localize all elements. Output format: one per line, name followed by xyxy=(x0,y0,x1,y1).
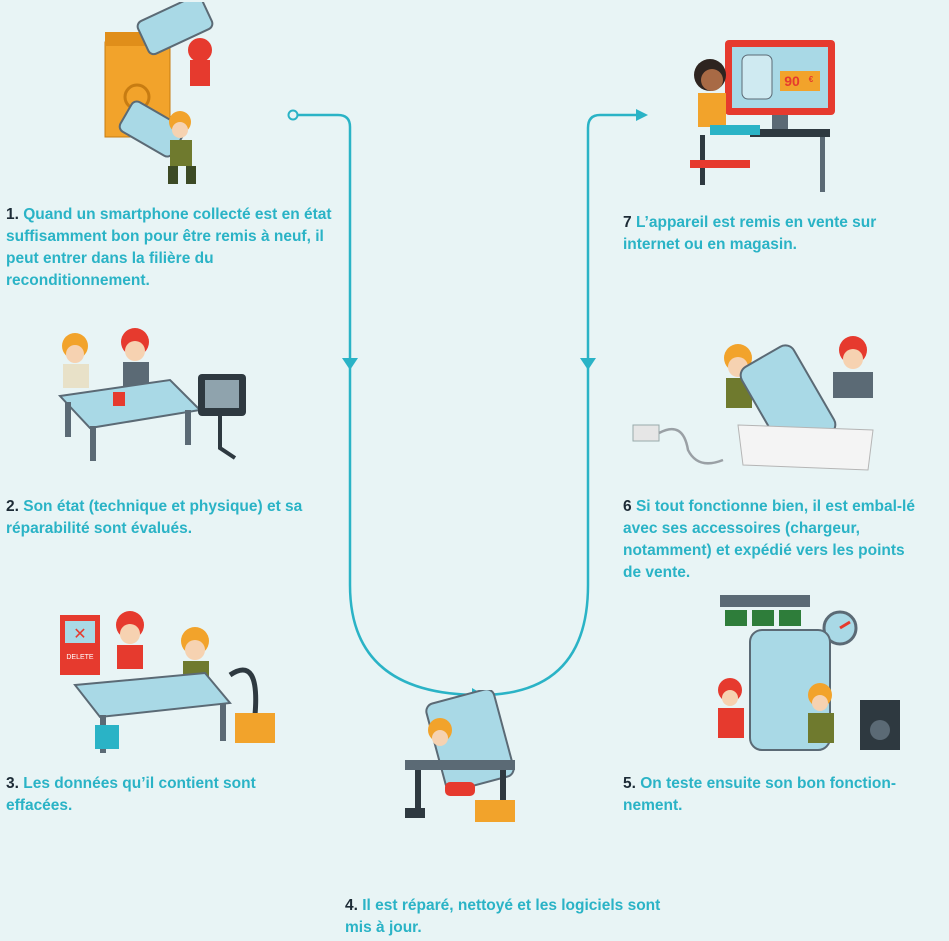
data-erase-illustration: ✕ DELETE xyxy=(60,611,275,753)
svg-text:✕: ✕ xyxy=(73,626,86,643)
arrowhead-down-right xyxy=(580,358,596,370)
evaluation-illustration xyxy=(57,328,246,461)
step-7-number: 7 xyxy=(623,214,632,231)
packaging-illustration xyxy=(632,336,874,471)
flow-line xyxy=(298,113,640,697)
step-1-text: 1. Quand un smartphone collecté est en é… xyxy=(6,204,336,292)
step-3-text: 3. Les données qu’il contient sont effac… xyxy=(6,773,306,817)
step-6-text: 6 Si tout fonctionne bien, il est embal-… xyxy=(623,496,923,584)
svg-text:90: 90 xyxy=(784,73,800,89)
step-5-text: 5. On teste ensuite son bon fonction-nem… xyxy=(623,773,923,817)
step-7-text: 7 L’appareil est remis en vente sur inte… xyxy=(623,212,923,256)
arrowhead-down-left xyxy=(342,358,358,370)
online-sale-illustration: 90 € xyxy=(690,40,835,192)
step-2-description: Son état (technique et physique) et sa r… xyxy=(6,498,303,537)
step-5-number: 5. xyxy=(623,775,636,792)
step-4-description: Il est réparé, nettoyé et les logiciels … xyxy=(345,897,661,936)
collection-bin-illustration xyxy=(104,2,214,184)
step-4-number: 4. xyxy=(345,897,358,914)
step-6-number: 6 xyxy=(623,498,632,515)
arrowhead-end xyxy=(636,109,648,121)
svg-text:€: € xyxy=(809,75,814,84)
step-1-description: Quand un smartphone collecté est en état… xyxy=(6,206,332,289)
step-3-number: 3. xyxy=(6,775,19,792)
step-4-text: 4. Il est réparé, nettoyé et les logicie… xyxy=(345,895,665,939)
step-3-description: Les données qu’il contient sont effacées… xyxy=(6,775,256,814)
repair-illustration xyxy=(405,690,515,822)
svg-text:DELETE: DELETE xyxy=(66,654,94,661)
step-2-text: 2. Son état (technique et physique) et s… xyxy=(6,496,336,540)
step-1-number: 1. xyxy=(6,206,19,223)
flow-start-dot xyxy=(287,109,299,121)
step-6-description: Si tout fonctionne bien, il est embal-lé… xyxy=(623,498,915,581)
step-7-description: L’appareil est remis en vente sur intern… xyxy=(623,214,877,253)
testing-illustration xyxy=(718,595,900,751)
step-5-description: On teste ensuite son bon fonction-nement… xyxy=(623,775,896,814)
step-2-number: 2. xyxy=(6,498,19,515)
